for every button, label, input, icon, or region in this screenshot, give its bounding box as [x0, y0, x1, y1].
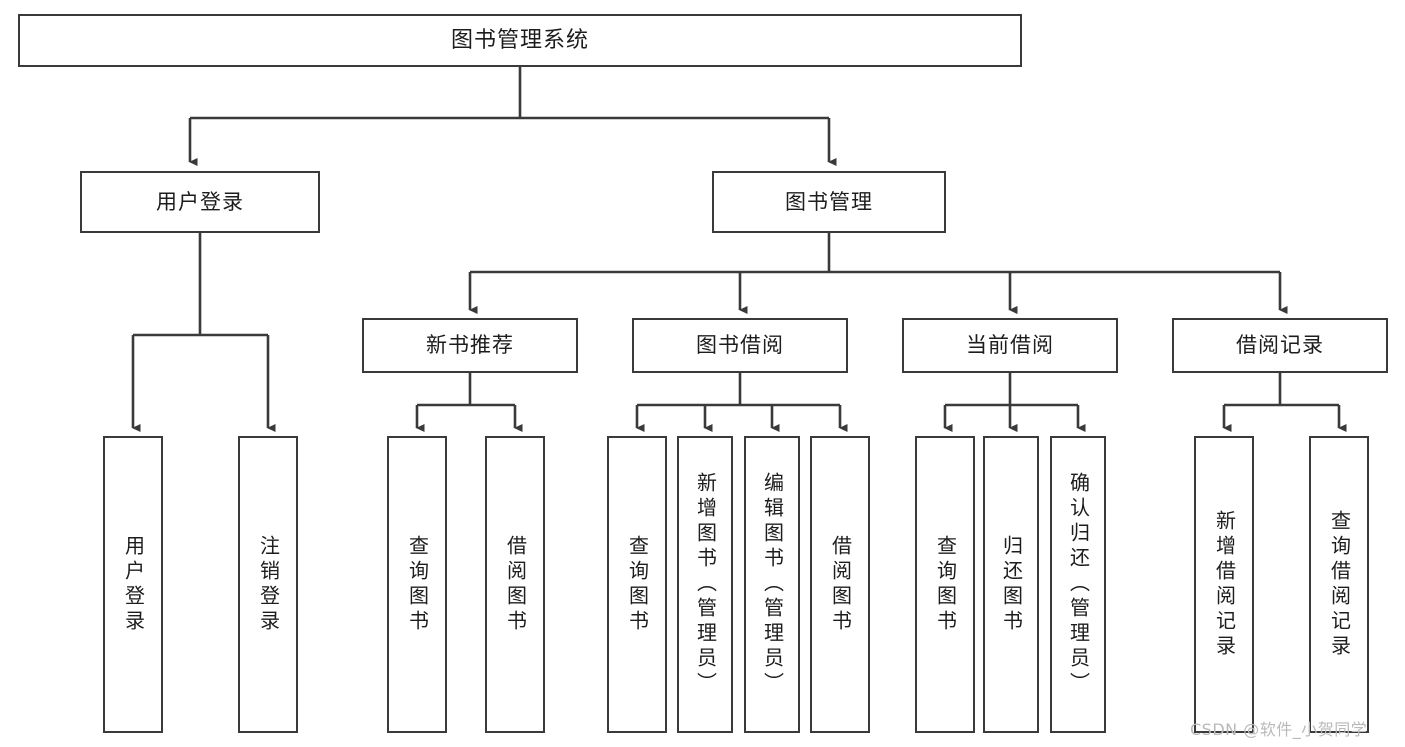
node-root-system[interactable]: 图书管理系统	[18, 14, 1022, 67]
leaf-current-query-book[interactable]: 查询图书	[915, 436, 975, 733]
node-label: 查询图书	[625, 534, 650, 635]
leaf-borrow-add-book-admin[interactable]: 新增图书（管理员）	[677, 436, 733, 733]
leaf-user-login[interactable]: 用户登录	[103, 436, 163, 733]
node-book-management[interactable]: 图书管理	[712, 171, 946, 233]
leaf-current-return-book[interactable]: 归还图书	[983, 436, 1039, 733]
node-label: 查询借阅记录	[1327, 509, 1352, 660]
node-label: 查询图书	[405, 534, 430, 635]
csdn-watermark: CSDN @软件_小贺同学	[1190, 720, 1368, 739]
node-label: 编辑图书（管理员）	[760, 472, 785, 697]
node-book-borrow[interactable]: 图书借阅	[632, 318, 848, 373]
leaf-current-confirm-return-admin[interactable]: 确认归还（管理员）	[1050, 436, 1106, 733]
node-label: 用户登录	[121, 534, 146, 635]
node-label: 图书借阅	[696, 333, 784, 358]
leaf-newbook-borrow-book[interactable]: 借阅图书	[485, 436, 545, 733]
node-borrow-record[interactable]: 借阅记录	[1172, 318, 1388, 373]
node-label: 新增借阅记录	[1212, 509, 1237, 660]
leaf-record-query-borrow-record[interactable]: 查询借阅记录	[1309, 436, 1369, 733]
node-label: 当前借阅	[966, 333, 1054, 358]
leaf-borrow-query-book[interactable]: 查询图书	[607, 436, 667, 733]
leaf-user-logout[interactable]: 注销登录	[238, 436, 298, 733]
node-label: 新增图书（管理员）	[693, 472, 718, 697]
node-label: 注销登录	[256, 534, 281, 635]
node-label: 借阅记录	[1236, 333, 1324, 358]
leaf-borrow-borrow-book[interactable]: 借阅图书	[810, 436, 870, 733]
node-label: 用户登录	[156, 189, 244, 214]
node-label: 确认归还（管理员）	[1066, 472, 1091, 697]
node-label: 借阅图书	[503, 534, 528, 635]
node-label: 图书管理系统	[450, 27, 589, 53]
leaf-record-add-borrow-record[interactable]: 新增借阅记录	[1194, 436, 1254, 733]
node-label: 图书管理	[785, 189, 873, 214]
leaf-borrow-edit-book-admin[interactable]: 编辑图书（管理员）	[744, 436, 800, 733]
node-label: 查询图书	[933, 534, 958, 635]
node-label: 归还图书	[999, 534, 1024, 635]
leaf-newbook-query-book[interactable]: 查询图书	[387, 436, 447, 733]
node-label: 借阅图书	[828, 534, 853, 635]
node-user-login[interactable]: 用户登录	[80, 171, 320, 233]
node-label: 新书推荐	[426, 333, 514, 358]
node-new-book-recommend[interactable]: 新书推荐	[362, 318, 578, 373]
node-current-borrow[interactable]: 当前借阅	[902, 318, 1118, 373]
